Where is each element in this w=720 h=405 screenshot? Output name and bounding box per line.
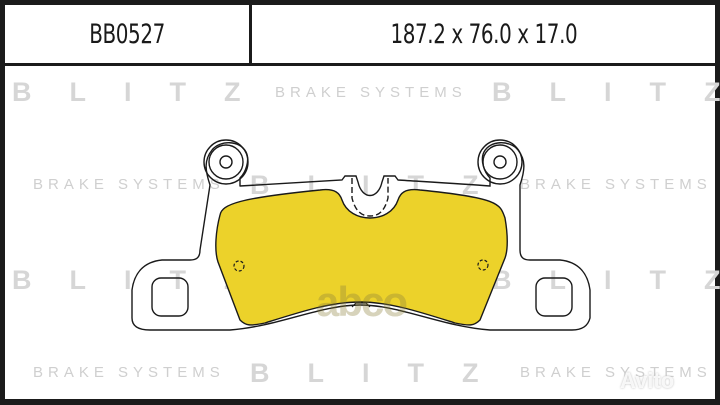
wear-indicator-left — [233, 260, 245, 272]
friction-pad — [215, 188, 508, 326]
watermark-tagline: BRAKE SYSTEMS — [33, 176, 225, 193]
part-number-cell: BB0527 — [5, 5, 252, 63]
mounting-hole-left — [219, 155, 233, 169]
watermark-brand: BLITZ — [492, 77, 720, 107]
watermark-tagline: BRAKE SYSTEMS — [33, 364, 225, 381]
mounting-ring-left-inner — [208, 144, 244, 180]
dimensions: 187.2 x 76.0 x 17.0 — [390, 18, 577, 50]
center-clip-outline — [351, 178, 389, 217]
overlay-logo: abco — [316, 278, 408, 325]
watermark-brand: BLITZ — [12, 77, 279, 107]
watermark-tagline: BRAKE SYSTEMS — [275, 84, 467, 101]
backing-plate-outline — [131, 142, 591, 331]
mounting-ring-right-inner — [482, 144, 518, 180]
marketplace-logo: Avito — [620, 368, 675, 393]
watermark-tagline: BRAKE SYSTEMS — [520, 176, 712, 193]
part-number: BB0527 — [89, 18, 165, 50]
spec-header: BB0527 187.2 x 76.0 x 17.0 — [5, 5, 715, 66]
mounting-ring-left-outer — [203, 139, 249, 185]
watermark-brand: BLITZ — [492, 265, 720, 295]
watermark-tagline: BRAKE SYSTEMS — [520, 364, 712, 381]
bottom-notch — [351, 302, 371, 308]
slot-window-left — [151, 277, 189, 317]
dimensions-cell: 187.2 x 76.0 x 17.0 — [252, 5, 715, 63]
wear-indicator-right — [477, 259, 489, 271]
mounting-ring-right-outer — [477, 139, 523, 185]
slot-window-right — [535, 277, 573, 317]
watermark-brand: BLITZ — [12, 265, 279, 295]
mounting-hole-right — [493, 155, 507, 169]
watermark-brand: BLITZ — [250, 358, 517, 388]
